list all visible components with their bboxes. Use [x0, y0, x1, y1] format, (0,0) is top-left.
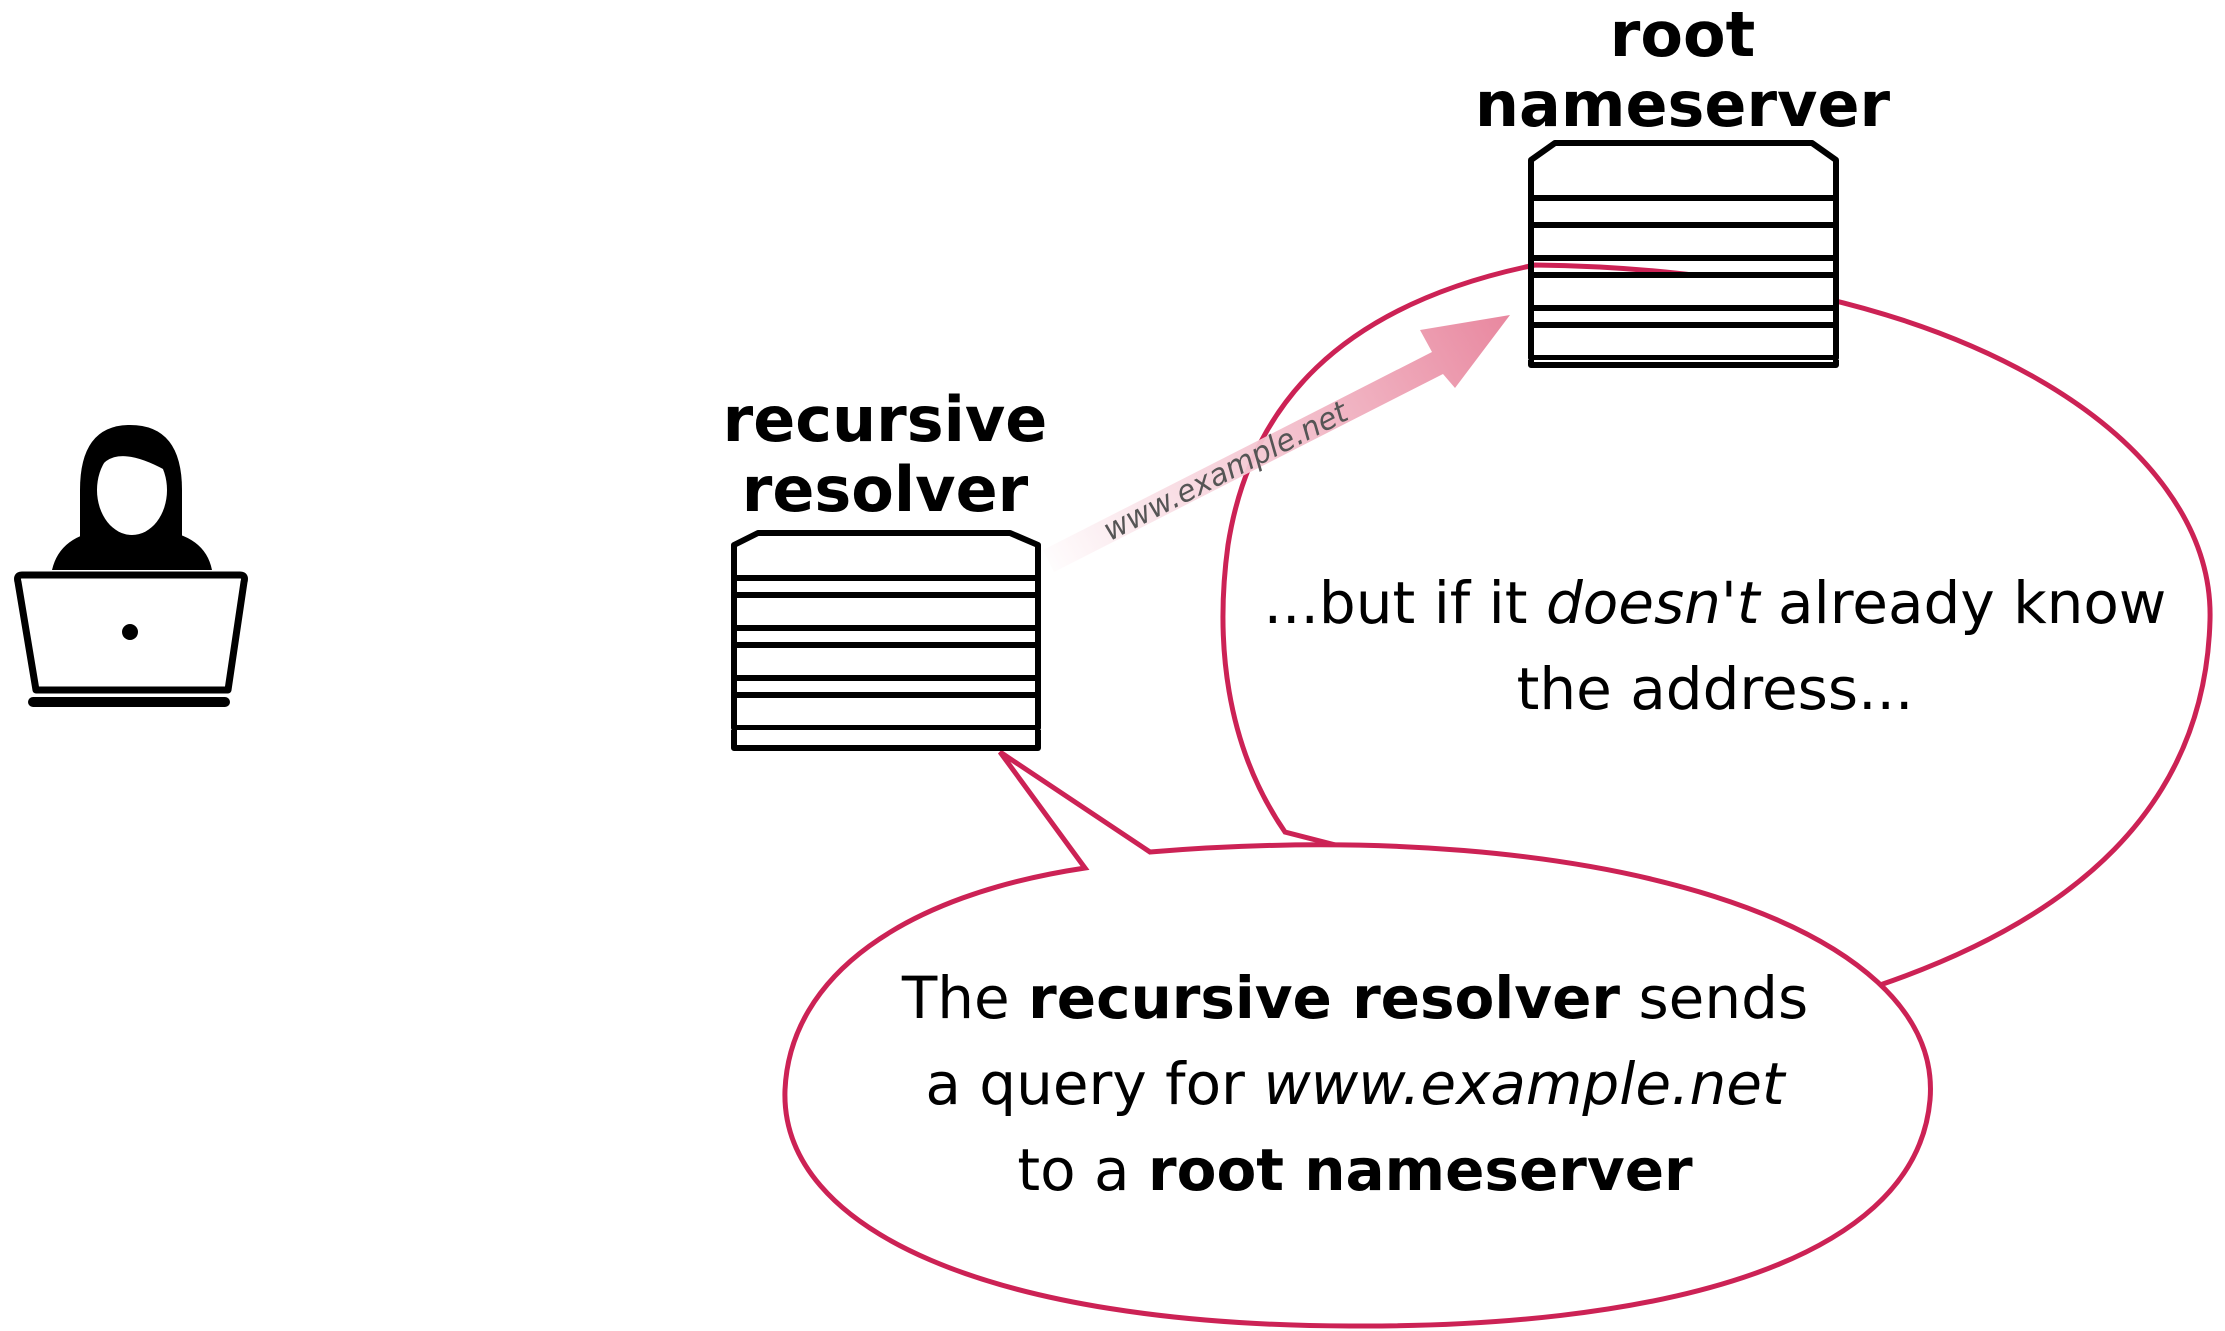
- root-bubble-line1: ...but if it doesn't already know: [1240, 560, 2190, 646]
- resolver-bubble-line1-bold: recursive resolver: [1028, 964, 1621, 1032]
- resolver-bubble-line2-pre: a query for: [925, 1050, 1264, 1118]
- user-laptop-icon: [14, 425, 248, 707]
- resolver-bubble-line3-bold: root nameserver: [1148, 1136, 1693, 1204]
- root-bubble-line2: the address...: [1516, 655, 1914, 723]
- resolver-bubble-line2-emphasis: www.example.net: [1263, 1050, 1785, 1118]
- root-label-line1: root: [1609, 0, 1756, 71]
- root-server-stack-icon: [1528, 140, 1839, 368]
- resolver-bubble-line1-post: sends: [1620, 964, 1809, 1032]
- resolver-label-line2: resolver: [741, 453, 1029, 526]
- recursive-resolver-label: recursive resolver: [680, 385, 1090, 525]
- resolver-bubble-text: The recursive resolver sends a query for…: [820, 955, 1890, 1213]
- resolver-bubble-line3: to a root nameserver: [820, 1127, 1890, 1213]
- resolver-bubble-line3-pre: to a: [1017, 1136, 1148, 1204]
- root-label-line2: nameserver: [1474, 68, 1891, 141]
- root-bubble-line1-emphasis: doesn't: [1545, 569, 1760, 637]
- resolver-server-stack-icon: [731, 530, 1041, 751]
- resolver-bubble-line1: The recursive resolver sends: [820, 955, 1890, 1041]
- root-nameserver-label: root nameserver: [1430, 0, 1935, 140]
- query-arrow: [1043, 315, 1510, 572]
- speech-bubble-resolver: [782, 749, 1933, 1329]
- resolver-label-line1: recursive: [722, 383, 1048, 456]
- root-bubble-text: ...but if it doesn't already know the ad…: [1240, 560, 2190, 732]
- resolver-bubble-line1-pre: The: [901, 964, 1029, 1032]
- root-bubble-line1-post: already know: [1759, 569, 2167, 637]
- root-bubble-line1-pre: ...but if it: [1263, 569, 1546, 637]
- resolver-bubble-line2: a query for www.example.net: [820, 1041, 1890, 1127]
